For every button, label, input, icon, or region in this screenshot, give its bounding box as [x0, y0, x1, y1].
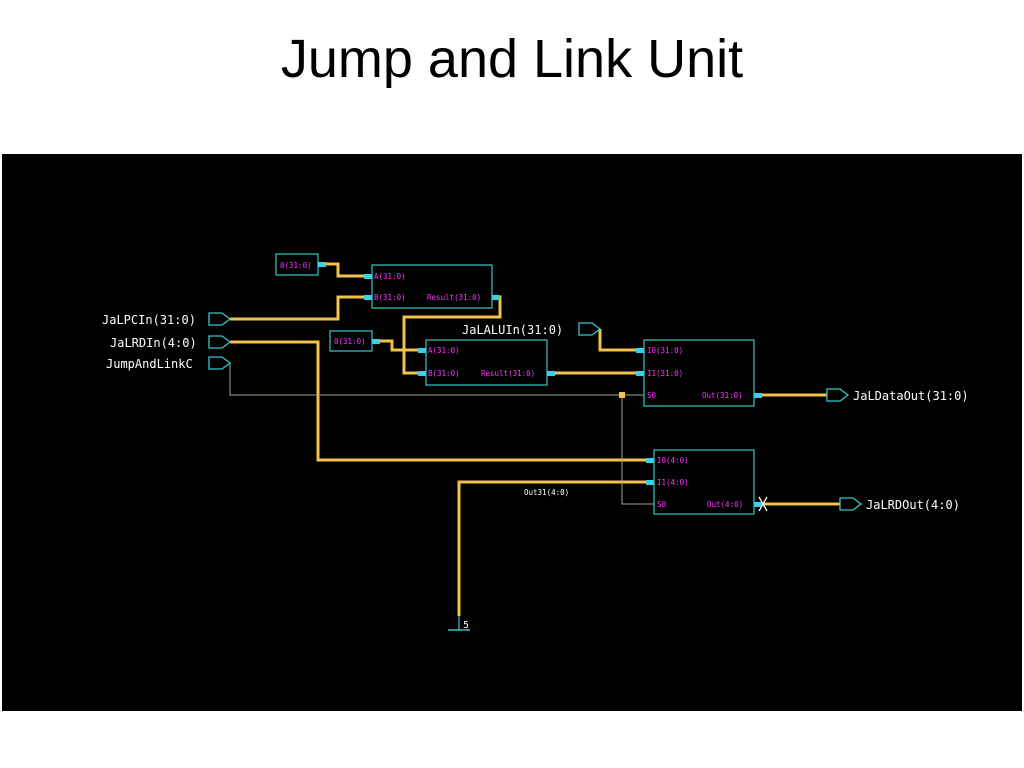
- output-port-icon: [839, 497, 863, 511]
- mux-pin-i1: I1(31:0): [647, 369, 683, 378]
- input-port-rd: JaLRDIn(4:0): [110, 335, 232, 350]
- adder-block-2: A(31:0) B(31:0) Result(31:0): [418, 339, 555, 386]
- wires: [230, 262, 840, 616]
- mux-pin-out: Out(4:0): [707, 500, 743, 509]
- mux-pin-select: S0: [657, 500, 667, 509]
- control-wires: [229, 363, 654, 505]
- adder-pin-a: A(31:0): [428, 346, 460, 355]
- adder-pin-result: Result(31:0): [481, 369, 535, 378]
- wire-aluin-mux1-i0: [598, 329, 644, 352]
- input-port-jumpandlink: JumpAndLinkC: [106, 356, 232, 371]
- port-label: JaLRDOut(4:0): [866, 498, 960, 512]
- mux-pin-select: S0: [647, 391, 657, 400]
- output-port-rd: JaLRDOut(4:0): [839, 497, 960, 512]
- schematic-canvas: 0(31:0) 0(31:0) A(31:0) B(31:0) Result(3…: [2, 154, 1022, 711]
- wire-ground-mux2-i1: [457, 480, 654, 616]
- port-label: JumpAndLinkC: [106, 357, 193, 371]
- wire-const1-adder1-a: [320, 262, 372, 278]
- net-label: Out31(4:0): [524, 488, 569, 497]
- output-port-icon: [826, 388, 850, 402]
- adder-pin-b: B(31:0): [374, 293, 406, 302]
- port-label: JaLPCIn(31:0): [102, 313, 196, 327]
- output-port-data: JaLDataOut(31:0): [826, 388, 969, 403]
- port-label: JaLRDIn(4:0): [110, 336, 197, 350]
- wire-jumpandlink-select: [229, 363, 644, 396]
- slide-title: Jump and Link Unit: [280, 29, 744, 89]
- constant-value: 0(31:0): [334, 337, 366, 346]
- junction-dot: [619, 392, 625, 398]
- mux-pin-out: Out(31:0): [702, 391, 743, 400]
- bus-ripper-icon: [758, 496, 768, 512]
- wire-const2-adder2-a: [372, 339, 426, 352]
- mux-pin-i0: I0(4:0): [657, 456, 689, 465]
- input-port-pc: JaLPCIn(31:0): [102, 312, 232, 327]
- wire-pcin-adder1-b: [230, 295, 372, 321]
- constant-block-1: 0(31:0): [275, 253, 326, 276]
- input-port-icon: [208, 356, 232, 370]
- input-port-icon: [578, 322, 602, 336]
- mux-pin-i1: I1(4:0): [657, 478, 689, 487]
- adder-pin-a: A(31:0): [374, 272, 406, 281]
- wire-select-mux2: [621, 395, 654, 505]
- constant-block-2: 0(31:0): [329, 330, 380, 352]
- mux-block-2: I0(4:0) I1(4:0) S0 Out(4:0): [646, 449, 768, 515]
- input-port-aluin: JaLALUIn(31:0): [462, 322, 602, 337]
- mux-pin-i0: I0(31:0): [647, 346, 683, 355]
- mux-block-1: I0(31:0) I1(31:0) S0 Out(31:0): [636, 339, 762, 407]
- adder-block-1: A(31:0) B(31:0) Result(31:0): [364, 264, 500, 309]
- ground-value: 5: [463, 620, 469, 631]
- adder-pin-result: Result(31:0): [427, 293, 481, 302]
- constant-value: 0(31:0): [280, 261, 312, 270]
- wire-rdin-mux2-i0: [230, 340, 654, 462]
- ground-constant: 5: [448, 616, 470, 631]
- port-label: JaLALUIn(31:0): [462, 323, 563, 337]
- input-port-icon: [208, 312, 232, 326]
- adder-pin-b: B(31:0): [428, 369, 460, 378]
- port-label: JaLDataOut(31:0): [853, 389, 969, 403]
- input-port-icon: [208, 335, 232, 349]
